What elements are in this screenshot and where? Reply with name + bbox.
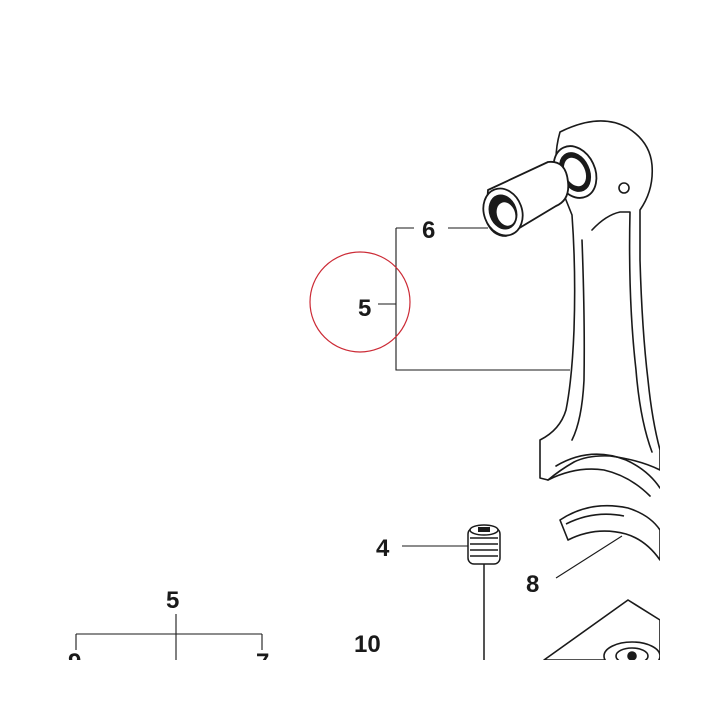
callout-8[interactable]: 8 (526, 571, 539, 598)
callout-5-circled[interactable]: 5 (358, 295, 371, 322)
callout-5-bottom[interactable]: 5 (166, 587, 179, 614)
bearing-shell (559, 504, 661, 561)
grub-screw (467, 524, 501, 660)
rod-cap (543, 599, 661, 671)
callout-10[interactable]: 10 (354, 631, 381, 658)
callout-6[interactable]: 6 (422, 217, 435, 244)
leader-lines (75, 227, 623, 660)
bushing (482, 160, 570, 237)
crop-mask-right (660, 0, 720, 720)
highlight-circle (309, 251, 411, 353)
crop-mask (0, 660, 720, 720)
callout-4[interactable]: 4 (376, 535, 390, 562)
